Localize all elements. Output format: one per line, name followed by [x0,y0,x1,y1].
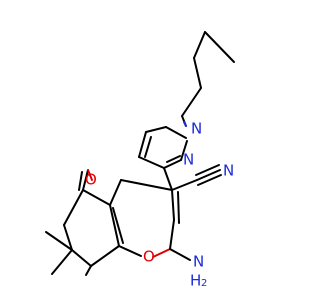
cyclohexanone-ring [63,189,120,267]
bond [193,57,202,89]
bond [138,131,147,158]
bond [51,249,73,275]
bond [163,167,173,191]
bond [63,189,84,226]
bond [71,249,92,267]
bond [196,169,221,181]
bond [78,171,83,191]
bond [169,219,175,250]
amine-bond [169,248,191,261]
bond [144,136,152,158]
bond [165,126,187,139]
pyrazole-n1-label: N [191,120,202,138]
isopentyl-chain [181,31,235,127]
pyrazole-n2-label: N [183,151,194,169]
bond [177,191,180,224]
structure-canvas: N N N O O N H 2 [45,31,235,290]
bond [87,169,93,181]
bond [82,169,89,191]
bond [90,245,120,267]
bond [204,31,235,63]
bond [169,248,191,261]
bond [193,31,206,59]
ring-o-label: O [143,248,155,266]
gem-dimethyl-group [45,231,92,276]
pyrazole-ring [138,126,188,169]
ketone-o-label: O [85,171,97,189]
molecule-diagram: N N N O O N H 2 [45,31,235,290]
bond [82,189,111,206]
bond [197,174,222,186]
bond [183,121,187,127]
bond [138,156,165,169]
bond [180,140,188,161]
bond [118,245,142,257]
bond [195,164,220,176]
amine-h-label: H [190,272,201,290]
bond [171,189,175,221]
pyran-ring [109,167,180,258]
bond [45,231,73,251]
bond [145,126,167,133]
bond [166,155,181,163]
bond [112,207,124,244]
bond [120,179,173,191]
nitrile-group [171,164,222,191]
bond [63,224,73,251]
ketone-group [78,169,93,191]
amine-h-count-label: 2 [201,278,207,289]
bond [109,179,122,206]
bond [171,179,198,191]
bond [85,265,92,276]
atom-labels: N N N O O N H 2 [85,120,234,290]
bond [181,87,202,117]
bond [109,204,120,247]
amine-n-label: N [193,253,204,271]
bond [163,159,182,169]
bond [152,248,171,258]
nitrile-n-label: N [223,162,234,180]
